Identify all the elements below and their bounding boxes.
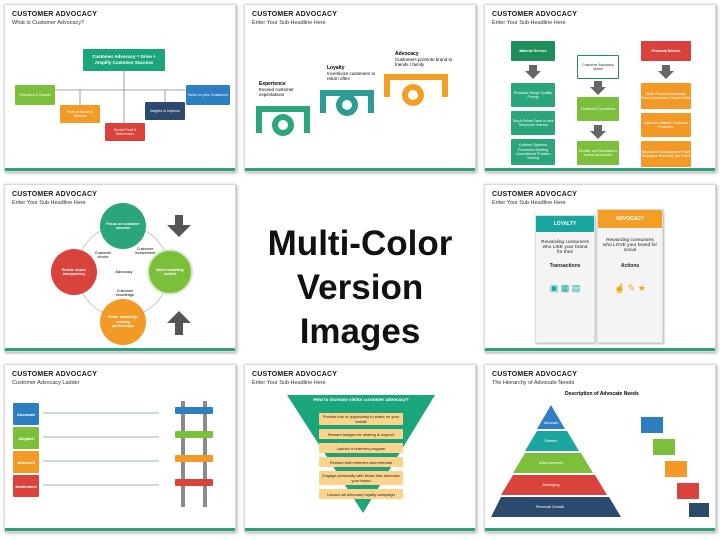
step-experience-title: Experience bbox=[259, 81, 286, 87]
slide-title: CUSTOMER ADVOCACY bbox=[252, 11, 338, 18]
slide-subtitle: Enter Your Sub Headline Here bbox=[252, 20, 326, 26]
advocacy-head: ADVOCACY bbox=[598, 210, 662, 228]
node-social-proof: Social Proof & References bbox=[105, 123, 145, 141]
slide-subtitle: The Hierarchy of Advocate Needs bbox=[492, 380, 575, 386]
step-experience-text: Exceed customer expectations bbox=[259, 87, 294, 97]
advocacy-body: Rewarding consumers who LOVE your brand … bbox=[602, 238, 658, 253]
advocacy-card: ADVOCACY Rewarding consumers who LOVE yo… bbox=[597, 209, 663, 343]
rung-advocate: Advocate bbox=[13, 403, 39, 425]
slide-advocacy-circles[interactable]: CUSTOMER ADVOCACY Enter Your Sub Headlin… bbox=[4, 184, 236, 352]
slide-advocacy-steps[interactable]: CUSTOMER ADVOCACY Enter Your Sub Headlin… bbox=[244, 4, 476, 172]
slide-title: CUSTOMER ADVOCACY bbox=[12, 11, 98, 18]
label-customer-knowledge: Customer knowledge bbox=[115, 289, 135, 297]
funnel-item-4: Reward both referrers and referrals bbox=[319, 457, 403, 467]
slide-subtitle: Enter Your Sub Headline Here bbox=[492, 200, 566, 206]
col3-head: Personal Service bbox=[641, 41, 691, 61]
slide-title: CUSTOMER ADVOCACY bbox=[252, 371, 338, 378]
slide-increase-advocacy[interactable]: CUSTOMER ADVOCACY Enter Your Sub Headlin… bbox=[244, 364, 476, 532]
loyalty-head: LOYALTY bbox=[536, 216, 594, 232]
node-retention: Retention & Growth bbox=[15, 85, 55, 105]
col3-item-3: Reputation Management Style Employee Bra… bbox=[641, 141, 691, 167]
funnel-item-5: Engage personally with those that advoca… bbox=[319, 471, 403, 485]
step-advocacy-text: Customers promote brand to friends / fam… bbox=[395, 57, 453, 67]
col1-item-3: Delivery Systems Processes Meeting Commi… bbox=[511, 139, 555, 165]
rung-ambivalent: Ambivalent bbox=[13, 475, 39, 497]
circle-foster: Foster knowledge creating partnerships bbox=[100, 299, 146, 345]
funnel-question: How to increase visitor customer advocac… bbox=[313, 397, 409, 402]
level-personal-growth: Personal Growth bbox=[535, 505, 565, 509]
ladder-graphic bbox=[43, 401, 213, 507]
node-value: Value on your Customers bbox=[186, 85, 230, 105]
label-advocacy: Advocacy bbox=[115, 269, 133, 274]
level-advocate: Advocate bbox=[543, 421, 559, 425]
slide-advocate-hierarchy[interactable]: CUSTOMER ADVOCACY The Hierarchy of Advoc… bbox=[484, 364, 716, 532]
center-title-line2: Version Images bbox=[296, 267, 424, 351]
circle-enable: Enable choice transparency bbox=[51, 249, 97, 295]
model-arrows bbox=[525, 65, 674, 139]
funnel-item-6: Launch ad advocacy loyalty campaign bbox=[319, 489, 403, 499]
rung-attracted: Attracted bbox=[13, 451, 39, 473]
node-insights: Insights to Improve bbox=[145, 102, 185, 120]
steps-graphic bbox=[256, 74, 448, 136]
circle-build: Build marketing context bbox=[147, 249, 193, 295]
funnel-item-2: Reward badges for sharing & support bbox=[319, 429, 403, 439]
advocacy-icons: ☝ ✎ ★ bbox=[614, 283, 646, 293]
col3-item-2: Attitudes Helpful Courteous Proactive bbox=[641, 113, 691, 137]
pyramid-graphic bbox=[491, 405, 709, 517]
slide-subtitle: Customer Advocacy Ladder bbox=[12, 380, 80, 386]
center-title-line1: Multi-Color bbox=[267, 224, 453, 263]
funnel-item-3: Launch a referrers program bbox=[319, 443, 403, 453]
slide-loyalty-vs-advocacy[interactable]: CUSTOMER ADVOCACY Enter Your Sub Headlin… bbox=[484, 184, 716, 352]
col1-item-1: Products Range Quality Pricing bbox=[511, 83, 555, 107]
step-advocacy-title: Advocacy bbox=[395, 51, 419, 57]
slide-advocacy-model[interactable]: CUSTOMER ADVOCACY Enter Your Sub Headlin… bbox=[484, 4, 716, 172]
top-box: Customer Advocacy = Drive + Amplify Cust… bbox=[83, 49, 165, 71]
slide-title: CUSTOMER ADVOCACY bbox=[492, 11, 578, 18]
level-advertisement: Advertisement bbox=[538, 461, 564, 465]
label-customer-choice: Customer choice bbox=[94, 251, 112, 259]
loyalty-card: LOYALTY Rewarding consumers who LIKE you… bbox=[535, 215, 595, 343]
slide-subtitle: Enter Your Sub Headline Here bbox=[492, 20, 566, 26]
node-word-of-mouth: Word of Mouth & Referral bbox=[60, 105, 100, 123]
loyalty-foot: Transactions bbox=[549, 263, 581, 269]
col3-item-1: Skills Product Knowledge Policy Awarenes… bbox=[641, 83, 691, 109]
advocacy-foot: Actions bbox=[620, 263, 640, 269]
col1-head: Material Service bbox=[511, 41, 555, 61]
slide-title: CUSTOMER ADVOCACY bbox=[12, 191, 98, 198]
slide-subtitle: What Is Customer Advocacy? bbox=[12, 20, 85, 26]
slide-what-is-advocacy[interactable]: CUSTOMER ADVOCACY What Is Customer Advoc… bbox=[4, 4, 236, 172]
col2-item-2: Monitor and feedback to amend as needed bbox=[577, 141, 619, 165]
funnel-item-1: Provide lots of opportunity to share on … bbox=[319, 413, 403, 425]
col2-head: Customer Advocacy Model bbox=[577, 55, 619, 79]
col1-item-2: Touch Points Face to face Telephone Inte… bbox=[511, 111, 555, 135]
level-belonging: Belonging bbox=[542, 483, 560, 487]
slide-subtitle: Enter Your Sub Headline Here bbox=[252, 380, 326, 386]
center-title: Multi-Color Version Images bbox=[240, 222, 480, 353]
step-loyalty-title: Loyalty bbox=[327, 65, 345, 71]
loyalty-body: Rewarding consumers who LIKE your brand … bbox=[541, 240, 589, 255]
slide-title: CUSTOMER ADVOCACY bbox=[492, 191, 578, 198]
slide-subtitle: Enter Your Sub Headline Here bbox=[12, 200, 86, 206]
slide-advocacy-ladder[interactable]: CUSTOMER ADVOCACY Customer Advocacy Ladd… bbox=[4, 364, 236, 532]
loyalty-icons: ▣ ▦ ▤ bbox=[549, 283, 581, 293]
step-loyalty-text: Incentivize customers to return often bbox=[327, 71, 376, 81]
slide-title: CUSTOMER ADVOCACY bbox=[492, 371, 578, 378]
circle-focus: Focus on customer success bbox=[100, 203, 146, 249]
slide-title: CUSTOMER ADVOCACY bbox=[12, 371, 98, 378]
hierarchy-heading: Description of Advocate Needs bbox=[565, 391, 639, 397]
col2-item-1: Customer Experience bbox=[577, 97, 619, 121]
rung-alligiant: Alligiant bbox=[13, 427, 39, 449]
label-customer-involvement: Customer involvement bbox=[134, 247, 156, 255]
level-esteem: Esteem bbox=[544, 439, 558, 443]
